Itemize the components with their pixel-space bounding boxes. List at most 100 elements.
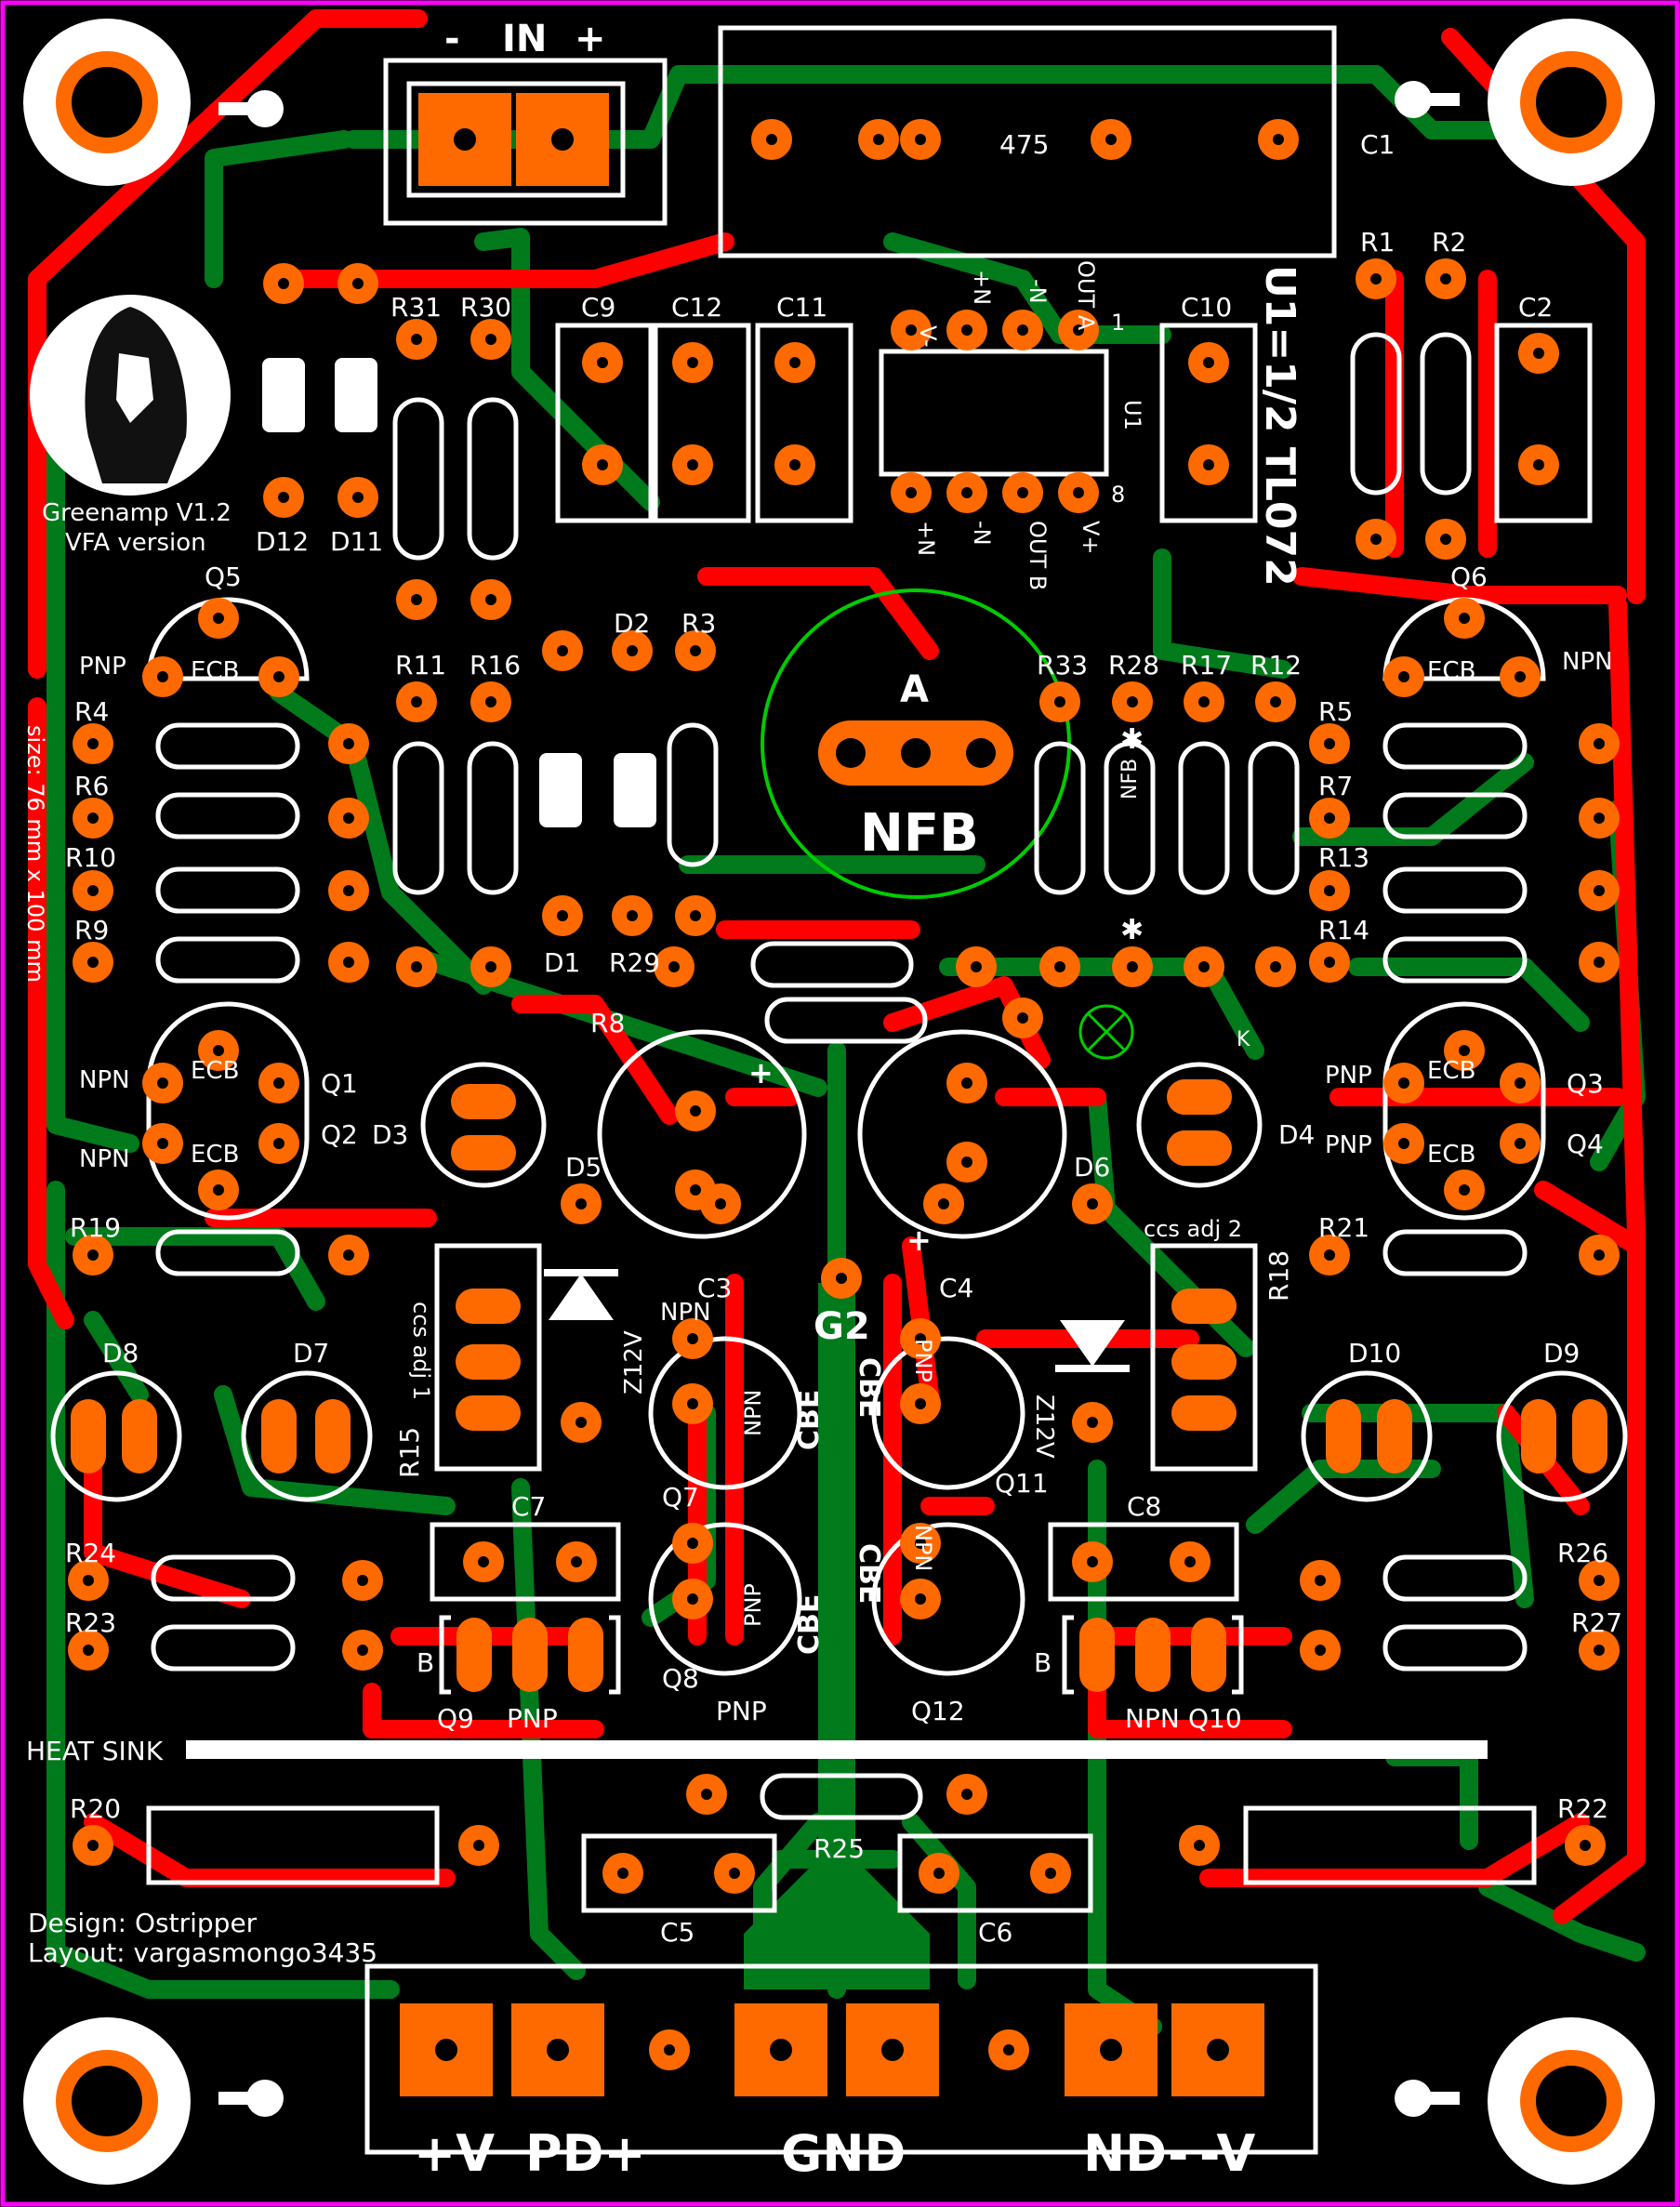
- q4-pins: ECB: [1427, 1141, 1475, 1169]
- label-q5: Q5: [205, 562, 242, 592]
- label-d1: D1: [544, 947, 580, 978]
- label-q4: Q4: [1567, 1129, 1604, 1159]
- pad-hole: [435, 2039, 457, 2061]
- pad-hole: [87, 738, 99, 749]
- diode-bodies: [262, 358, 656, 827]
- oval-pad: [568, 1618, 603, 1692]
- q2-type: NPN: [79, 1145, 130, 1173]
- pad-hole: [1184, 1556, 1196, 1567]
- oval-pad: [1171, 1344, 1237, 1380]
- c3-plus: +: [748, 1055, 774, 1090]
- pad-hole: [87, 885, 99, 896]
- oval-pad: [122, 1399, 157, 1474]
- pad-hole: [1087, 1556, 1098, 1567]
- pad-hole: [278, 278, 289, 289]
- pad-hole: [690, 1105, 701, 1117]
- pad-hole: [617, 1868, 628, 1879]
- label-d10: D10: [1348, 1338, 1401, 1368]
- board-subtitle: VFA version: [65, 529, 206, 557]
- mounting-hole-bottom-right: [1488, 2017, 1655, 2185]
- label-r17: R17: [1181, 650, 1232, 681]
- pad-hole: [1198, 961, 1210, 972]
- pad-hole: [1440, 534, 1451, 545]
- pad-hole: [668, 961, 680, 972]
- label-r28: R28: [1108, 650, 1159, 681]
- pad-hole: [343, 1249, 354, 1261]
- pad-hole: [485, 594, 496, 605]
- z12v-right: Z12V: [1030, 1394, 1058, 1459]
- pad-hole: [715, 1198, 726, 1209]
- pad-hole: [1087, 1198, 1098, 1209]
- pad-hole: [87, 1840, 99, 1851]
- pad-hole: [1017, 1012, 1028, 1024]
- pad-hole: [1459, 613, 1470, 624]
- label-q8: Q8: [662, 1663, 699, 1694]
- q3-pins: ECB: [1427, 1057, 1475, 1085]
- pad-hole: [1073, 324, 1084, 336]
- pad-hole: [1459, 1045, 1470, 1056]
- pin-out-b: OUT B: [1025, 521, 1051, 590]
- pad-hole: [915, 1398, 926, 1409]
- pad-hole: [1594, 738, 1605, 749]
- pin-out-a: OUT A: [1073, 260, 1099, 331]
- pad-hole: [1270, 696, 1281, 707]
- pad-hole: [83, 1575, 94, 1586]
- pad-hole: [627, 645, 638, 656]
- pad-hole: [343, 813, 354, 824]
- label-r21: R21: [1318, 1212, 1369, 1243]
- pad-hole: [1594, 813, 1605, 824]
- power-pos-label: +V: [414, 2124, 495, 2183]
- pad-hole: [1073, 487, 1084, 498]
- oval-pad: [1171, 1289, 1237, 1324]
- q3-type: PNP: [1325, 1062, 1372, 1090]
- screw-icon: [218, 2080, 284, 2117]
- q12-pin-order: CBE: [853, 1543, 885, 1604]
- pad-hole: [1594, 1645, 1605, 1656]
- q5-type: PNP: [79, 653, 126, 681]
- pad-hole: [915, 1538, 926, 1549]
- label-c5: C5: [660, 1917, 694, 1948]
- c4-plus: +: [906, 1222, 932, 1258]
- label-r1: R1: [1360, 227, 1395, 258]
- pad-hole: [961, 1156, 972, 1168]
- pads: [68, 93, 1620, 2096]
- pad-hole: [687, 1333, 698, 1344]
- label-d2: D2: [614, 608, 650, 639]
- pin-nplus-b: +N: [913, 521, 939, 556]
- q1-type: NPN: [79, 1066, 130, 1094]
- label-r11: R11: [395, 650, 446, 681]
- label-r19: R19: [70, 1212, 121, 1243]
- pad-hole: [687, 1398, 698, 1409]
- nfb-label: NFB: [860, 803, 979, 864]
- label-c9: C9: [581, 292, 615, 323]
- r28-star-top: ✱: [1120, 723, 1144, 756]
- q6-pins: ECB: [1427, 657, 1475, 685]
- c1-label: C1: [1360, 129, 1395, 160]
- oval-pad: [1171, 1395, 1237, 1431]
- pad-hole: [1324, 1249, 1335, 1261]
- label-r13: R13: [1318, 842, 1369, 873]
- oval-pad: [451, 1084, 516, 1119]
- pad-hole: [1398, 1077, 1409, 1089]
- pad-hole: [881, 2039, 904, 2061]
- input-minus-label: -: [444, 18, 460, 60]
- label-q2: Q2: [321, 1119, 358, 1150]
- nfb-point-label: A: [900, 668, 929, 711]
- d4-k-mark: K: [1237, 1028, 1250, 1051]
- label-r23: R23: [65, 1607, 116, 1638]
- pad-hole: [575, 1417, 587, 1428]
- pad-hole: [1533, 459, 1544, 470]
- label-c4: C4: [939, 1273, 973, 1303]
- pad-hole: [836, 1273, 847, 1284]
- pad-hole: [597, 357, 608, 368]
- label-r9: R9: [74, 915, 109, 945]
- oval-pad: [1167, 1130, 1232, 1166]
- label-c7: C7: [511, 1491, 546, 1522]
- pad-hole: [1315, 1645, 1326, 1656]
- pad-hole: [1515, 671, 1526, 682]
- label-q1: Q1: [321, 1068, 358, 1099]
- oval-pad: [456, 1395, 521, 1431]
- pad-hole: [1594, 885, 1605, 896]
- z12v-left: Z12V: [620, 1330, 648, 1394]
- pad-hole: [961, 1789, 972, 1800]
